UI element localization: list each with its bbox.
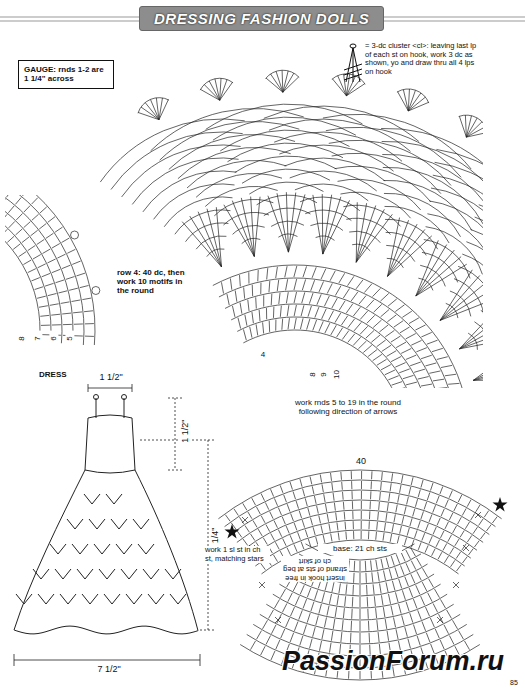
legend: = 3-dc cluster <cl>: leaving last lp of … bbox=[343, 42, 483, 86]
figure-title: DRESS bbox=[38, 370, 80, 379]
dress-drawing bbox=[14, 395, 198, 634]
dimension: 1 1/2" bbox=[88, 372, 134, 382]
stitch-count: 40 bbox=[350, 456, 372, 466]
base-note: base: 21 ch sts bbox=[318, 544, 402, 553]
page-number: 85 bbox=[505, 679, 523, 687]
row-number: 4 bbox=[256, 350, 270, 359]
round-note: work rnds 5 to 19 in the round following… bbox=[292, 398, 404, 416]
row-number: 5 bbox=[65, 331, 74, 347]
star-mark bbox=[224, 524, 239, 538]
cluster-symbol bbox=[343, 42, 363, 86]
row-note: row 4: 40 dc, then work 10 motifs in the… bbox=[116, 268, 196, 296]
gauge-box: GAUGE: rnds 1-2 are 1 1/4" across bbox=[18, 60, 114, 89]
row-number: 6 bbox=[49, 331, 58, 347]
bodice-fan-chart bbox=[100, 70, 483, 388]
watermark: PassionForum.ru bbox=[282, 646, 518, 677]
row-number: 9 bbox=[319, 368, 328, 382]
page-title: DRESSING FASHION DOLLS bbox=[154, 10, 369, 27]
title-banner: DRESSING FASHION DOLLS bbox=[139, 6, 384, 31]
join-note: work 1 sl st in ch st, matching stars bbox=[204, 546, 270, 563]
partial-fan-chart bbox=[5, 195, 100, 345]
legend-text: = 3-dc cluster <cl>: leaving last lp of … bbox=[365, 42, 483, 77]
row-number: 8 bbox=[17, 331, 26, 347]
dimension-lines bbox=[14, 384, 214, 666]
star-mark bbox=[492, 497, 507, 511]
dimension: 7 1/2" bbox=[86, 664, 132, 674]
dimension: 1 1/2" bbox=[180, 412, 190, 450]
row-number: 8 bbox=[308, 368, 317, 382]
row-number: 10 bbox=[332, 366, 341, 384]
row-number: 7 bbox=[33, 331, 42, 347]
insert-note: insert hook in free strand of sts at beg… bbox=[281, 556, 349, 582]
gauge-note: GAUGE: rnds 1-2 are 1 1/4" across bbox=[24, 65, 108, 83]
